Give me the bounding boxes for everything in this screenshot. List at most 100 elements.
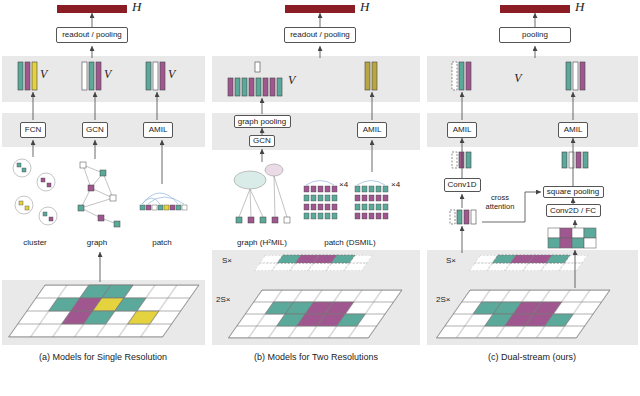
cluster-figure [39,207,57,225]
fc-grid [584,228,596,238]
flow-arrow [462,194,463,208]
feature-vector [242,78,247,96]
feature-vector [96,62,101,90]
multi-patch-figure [311,186,316,192]
feature-vector [263,78,268,96]
feature-vector [471,210,476,224]
output-bar: H [500,5,570,13]
multi-patch-figure [304,186,309,192]
multi-patch-figure [376,204,381,210]
hierarchical-graph-figure [272,217,278,223]
multi-patch-figure [355,186,360,192]
flow-arrow [575,220,576,228]
multi-patch-figure [318,186,323,192]
cluster-figure [22,168,26,172]
patch-figure [140,193,187,210]
flow-connector [535,13,536,27]
gray-band [212,113,420,150]
feature-vector [466,152,471,168]
multi-patch-figure [325,204,330,210]
multi-patch-figure [304,204,309,210]
figure-label: 2S× [216,295,230,304]
patch-figure [152,205,157,210]
flow-arrow [262,98,263,114]
module-box: graph pooling [234,115,291,128]
feature-vector [459,152,464,168]
feature-vector [580,62,585,90]
flow-connector [262,128,263,135]
cluster-figure [49,217,53,221]
output-bar: H [285,5,355,13]
patch-figure [176,205,181,210]
fc-grid [560,228,572,238]
multi-patch-figure [311,204,316,210]
flow-connector [320,13,321,27]
cluster-figure [43,212,47,216]
module-box: Conv1D [444,178,481,192]
multi-patch-figure [376,186,381,192]
multi-patch-figure [369,186,374,192]
module-box: AMIL [143,122,173,138]
flow-arrow [157,92,158,120]
feature-vector [576,152,581,168]
patch-grid [102,285,133,298]
patch-grid-2s [325,302,353,314]
feature-vector [270,78,275,96]
multi-patch-figure [332,213,337,219]
flow-connector [462,138,463,178]
cluster-figure [13,159,31,177]
fc-grid [560,238,572,248]
graph-figure [100,170,106,176]
multi-patch-figure [311,213,316,219]
hierarchical-graph-figure [234,171,266,189]
patch-figure [142,193,184,204]
feature-vector [18,62,588,224]
hierarchical-graph-figure [236,217,242,223]
multi-patch-figure [355,195,360,201]
multi-patch-figure [304,186,388,219]
patch-grid [128,311,159,324]
patch-grid-s [277,255,355,263]
feature-vector [459,62,464,90]
figure-label: graph [87,238,107,247]
multi-patch-figure [325,195,330,201]
multi-patch-figure [332,204,337,210]
flow-arrow [92,46,93,58]
module-label: AMIL [363,126,382,134]
patch-grid-2s [257,302,374,326]
patch-grid-s [469,255,588,271]
patch-grid-2s [228,290,402,338]
flow-arrow [462,226,463,253]
multi-patch-figure [304,186,388,219]
flow-connector [92,13,93,27]
multi-patch-figure [355,213,360,219]
multi-patch-figure [304,181,388,220]
cluster-figure [41,178,45,182]
module-box: AMIL [357,122,387,138]
cluster-figure [15,196,33,214]
flow-arrow [162,140,163,184]
graph-figure [114,221,120,227]
graph-figure [81,165,117,224]
gray-band [427,250,638,345]
panel-caption: (a) Models for Single Resolution [39,352,167,362]
module-box: square pooling [543,186,604,198]
module-box: readout / pooling [284,27,356,43]
module-label: AMIL [149,126,168,134]
module-label: graph pooling [238,118,286,126]
module-box: Conv2D / FC [546,204,601,217]
figure-label: patch [152,238,172,247]
feature-vector [573,62,578,90]
gray-band [2,56,638,345]
multi-patch-figure [304,213,309,219]
gray-band [427,56,638,102]
patch-figure [146,205,151,210]
output-symbol: H [132,0,141,13]
feature-vector [452,152,457,168]
hierarchical-graph-figure [236,217,290,223]
multi-patch-figure [332,186,337,192]
flow-arrow [372,92,373,120]
multi-patch-figure [383,204,388,210]
